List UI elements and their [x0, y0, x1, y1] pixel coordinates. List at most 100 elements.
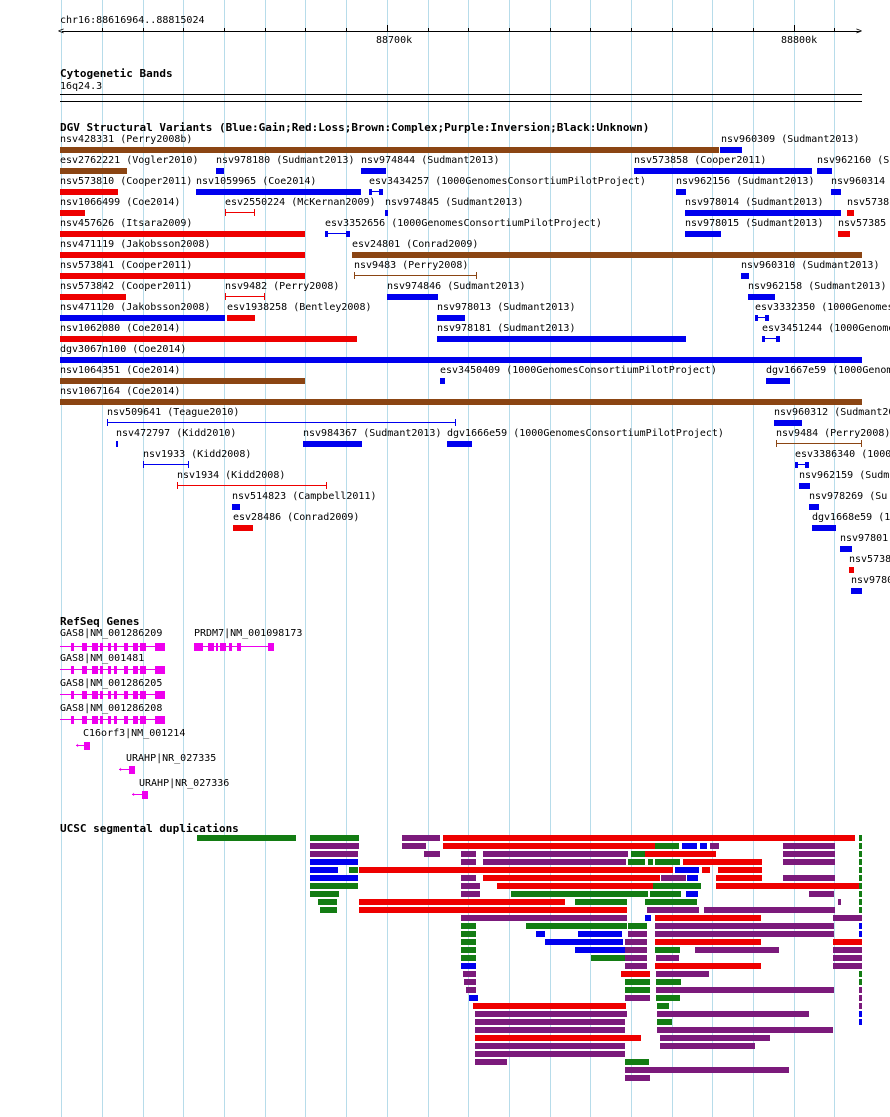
segdup-block[interactable] [511, 891, 648, 897]
dgv-variant-bar[interactable] [60, 315, 225, 321]
dgv-variant-bar[interactable] [225, 212, 255, 213]
dgv-variant-bar[interactable] [177, 485, 327, 486]
dgv-variant-label[interactable]: nsv573841 (Cooper2011) [60, 260, 193, 271]
segdup-block[interactable] [475, 1035, 641, 1041]
segdup-block[interactable] [475, 1027, 625, 1033]
dgv-variant-label[interactable]: nsv962159 (Sudm [799, 470, 890, 481]
segdup-block[interactable] [656, 979, 681, 985]
dgv-variant-bar[interactable] [849, 567, 854, 573]
segdup-block[interactable] [461, 851, 476, 857]
dgv-variant-bar[interactable] [748, 294, 775, 300]
segdup-block[interactable] [310, 835, 359, 841]
dgv-variant-bar[interactable] [354, 275, 477, 276]
dgv-variant-bar[interactable] [838, 231, 850, 237]
segdup-block[interactable] [702, 867, 710, 873]
segdup-block[interactable] [625, 995, 650, 1001]
segdup-block[interactable] [621, 971, 650, 977]
dgv-variant-label[interactable]: nsv509641 (Teague2010) [107, 407, 240, 418]
segdup-block[interactable] [859, 923, 862, 929]
segdup-block[interactable] [475, 1059, 507, 1065]
segdup-block[interactable] [660, 1043, 755, 1049]
segdup-block[interactable] [473, 1003, 626, 1009]
segdup-block[interactable] [545, 939, 623, 945]
segdup-block[interactable] [657, 1011, 809, 1017]
dgv-variant-label[interactable]: nsv960310 (Sudmant2013) [741, 260, 880, 271]
dgv-variant-bar[interactable] [676, 189, 686, 195]
segdup-block[interactable] [710, 843, 719, 849]
dgv-variant-bar[interactable] [325, 233, 350, 234]
segdup-block[interactable] [647, 907, 699, 913]
dgv-variant-bar[interactable] [216, 168, 224, 174]
segdup-block[interactable] [653, 883, 701, 889]
segdup-block[interactable] [359, 899, 565, 905]
dgv-variant-bar[interactable] [60, 357, 862, 363]
dgv-variant-bar[interactable] [817, 168, 832, 174]
dgv-variant-bar[interactable] [227, 315, 255, 321]
segdup-block[interactable] [655, 939, 761, 945]
dgv-variant-bar[interactable] [634, 168, 812, 174]
dgv-variant-bar[interactable] [851, 588, 862, 594]
dgv-variant-label[interactable]: nsv1933 (Kidd2008) [143, 449, 252, 460]
segdup-block[interactable] [443, 843, 655, 849]
segdup-block[interactable] [197, 835, 296, 841]
dgv-variant-label[interactable]: nsv962160 (S [817, 155, 890, 166]
segdup-block[interactable] [656, 995, 680, 1001]
refseq-track-title[interactable]: RefSeq Genes [60, 615, 140, 628]
segdup-block[interactable] [859, 851, 862, 857]
segdup-block[interactable] [655, 915, 761, 921]
segdup-block[interactable] [859, 859, 862, 865]
dgv-variant-label[interactable]: esv3451244 (1000Genome [762, 323, 890, 334]
segdup-block[interactable] [859, 891, 862, 897]
dgv-variant-bar[interactable] [809, 504, 819, 510]
dgv-variant-label[interactable]: nsv457626 (Itsara2009) [60, 218, 193, 229]
segdup-block[interactable] [645, 899, 697, 905]
refseq-gene-label[interactable]: GAS8|NM_001286205 [60, 678, 163, 689]
dgv-variant-bar[interactable] [196, 189, 361, 195]
dgv-variant-bar[interactable] [60, 336, 357, 342]
dgv-variant-bar[interactable] [60, 147, 719, 153]
dgv-variant-label[interactable]: nsv471120 (Jakobsson2008) [60, 302, 211, 313]
segdup-block[interactable] [657, 1027, 833, 1033]
dgv-variant-label[interactable]: dgv1667e59 (1000Genom [766, 365, 890, 376]
ruler-left-arrow[interactable]: < [58, 26, 65, 37]
segdup-block[interactable] [783, 859, 835, 865]
dgv-variant-label[interactable]: nsv9482 (Perry2008) [225, 281, 340, 292]
segdup-block[interactable] [859, 979, 862, 985]
dgv-variant-label[interactable]: nsv978181 (Sudmant2013) [437, 323, 576, 334]
segdup-block[interactable] [402, 843, 426, 849]
segdup-block[interactable] [625, 1059, 649, 1065]
dgv-variant-label[interactable]: dgv1668e59 (1 [812, 512, 890, 523]
segdup-block[interactable] [461, 875, 476, 881]
segdup-block[interactable] [625, 987, 650, 993]
dgv-variant-label[interactable]: nsv984367 (Sudmant2013) [303, 428, 442, 439]
segdup-block[interactable] [461, 891, 480, 897]
dgv-variant-label[interactable]: nsv97801 [840, 533, 889, 544]
segdup-block[interactable] [461, 931, 476, 937]
dgv-variant-bar[interactable] [847, 210, 854, 216]
dgv-variant-label[interactable]: nsv1062080 (Coe2014) [60, 323, 181, 334]
segdup-block[interactable] [655, 963, 761, 969]
segdup-block[interactable] [655, 947, 680, 953]
segdup-block[interactable] [463, 971, 476, 977]
segdup-block[interactable] [625, 979, 650, 985]
dgv-variant-label[interactable]: nsv573810 (Cooper2011) [60, 176, 193, 187]
segdup-block[interactable] [461, 939, 476, 945]
dgv-variant-label[interactable]: nsv962158 (Sudmant2013) [748, 281, 887, 292]
dgv-variant-bar[interactable] [303, 441, 362, 447]
dgv-variant-label[interactable]: nsv978015 (Sudmant2013) [685, 218, 824, 229]
segdup-block[interactable] [628, 859, 645, 865]
segdup-block[interactable] [655, 843, 679, 849]
dgv-variant-label[interactable]: nsv960312 (Sudmant201 [774, 407, 890, 418]
segdup-block[interactable] [526, 923, 627, 929]
segdup-block[interactable] [575, 899, 627, 905]
segdup-block[interactable] [656, 955, 679, 961]
dgv-variant-label[interactable]: nsv1059965 (Coe2014) [196, 176, 317, 187]
dgv-variant-bar[interactable] [60, 210, 85, 216]
dgv-variant-label[interactable]: nsv573842 (Cooper2011) [60, 281, 193, 292]
segdup-block[interactable] [575, 947, 626, 953]
segdup-block[interactable] [859, 1011, 862, 1017]
segdup-block[interactable] [310, 891, 339, 897]
cytoband-track-title[interactable]: Cytogenetic Bands [60, 67, 173, 80]
segdup-block[interactable] [783, 851, 835, 857]
dgv-variant-bar[interactable] [107, 422, 456, 423]
